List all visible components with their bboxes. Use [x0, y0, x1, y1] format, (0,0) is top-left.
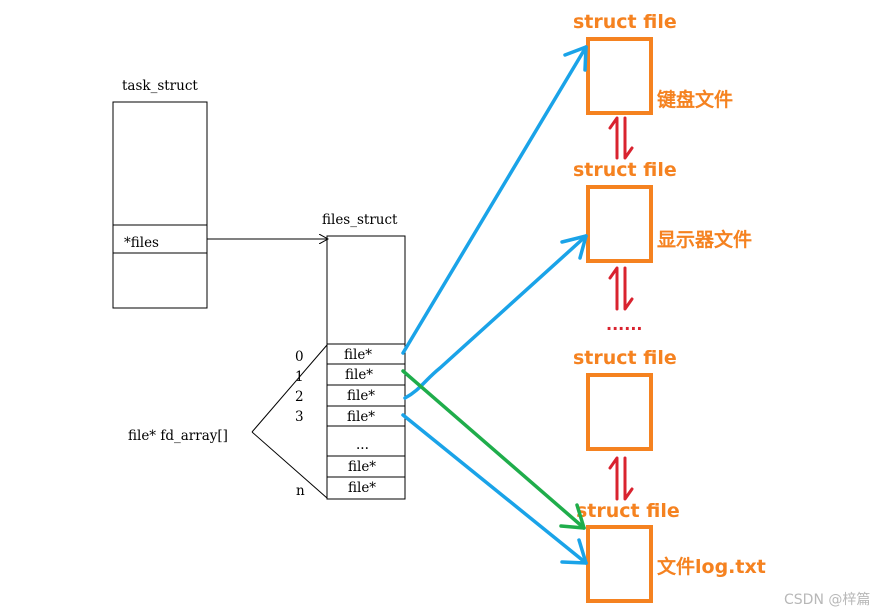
bracket-line-top: [251, 344, 328, 433]
fd3-to-log-arrow: [401, 413, 588, 565]
fd-slot-ellipsis: ...: [356, 437, 369, 453]
fd-slot-n-minus: file*: [348, 459, 376, 475]
double-arrow-icon: [608, 116, 634, 160]
struct-file-box: [586, 373, 653, 451]
fd-slot-0: file*: [344, 347, 372, 363]
bracket-line-bottom: [251, 431, 328, 499]
struct-file-box: [586, 185, 653, 263]
struct-file-1: struct file 显示器文件: [573, 159, 752, 263]
task-struct-title: task_struct: [122, 78, 198, 94]
task-struct-box: [112, 101, 208, 309]
struct-file-3: struct file 文件log.txt: [576, 500, 766, 603]
double-arrow-icon: [608, 266, 634, 311]
fd-slot-2: file*: [347, 388, 375, 404]
task-struct-files-field: *files: [124, 235, 159, 251]
task-struct: task_struct *files: [112, 78, 208, 309]
struct-file-title: struct file: [573, 159, 677, 181]
fd1-to-log-arrow: [401, 369, 586, 530]
fd-slot-3: file*: [347, 409, 375, 425]
fd-slot-1: file*: [345, 367, 373, 383]
struct-file-label: 文件log.txt: [657, 555, 766, 578]
double-arrow-icon: [608, 456, 634, 501]
fd1-to-display-arrow: [403, 234, 588, 400]
fd-index-0: 0: [295, 349, 304, 365]
struct-file-box: [586, 37, 653, 115]
fd-index-2: 2: [295, 389, 304, 405]
fd-index-n: n: [296, 483, 305, 499]
struct-file-title: struct file: [576, 500, 680, 522]
files-struct: files_struct file* file* file* file* ...…: [295, 212, 406, 500]
fd-array-bracket: file* fd_array[]: [128, 344, 328, 499]
fd0-to-keyboard-arrow: [401, 45, 588, 355]
struct-file-0: struct file 键盘文件: [573, 11, 733, 115]
struct-file-title: struct file: [573, 347, 677, 369]
fd-slot-n: file*: [348, 480, 376, 496]
struct-file-label: 显示器文件: [657, 228, 752, 251]
files-struct-box: [326, 235, 406, 500]
watermark: CSDN @梓篇: [784, 592, 870, 608]
struct-file-ellipsis: ......: [606, 315, 642, 334]
fd-array-label: file* fd_array[]: [128, 428, 228, 444]
files-struct-title: files_struct: [322, 212, 398, 228]
fd-index-3: 3: [295, 409, 304, 425]
struct-file-label: 键盘文件: [656, 88, 733, 111]
struct-file-box: [586, 525, 653, 603]
struct-file-title: struct file: [573, 11, 677, 33]
struct-file-2: struct file: [573, 347, 677, 451]
